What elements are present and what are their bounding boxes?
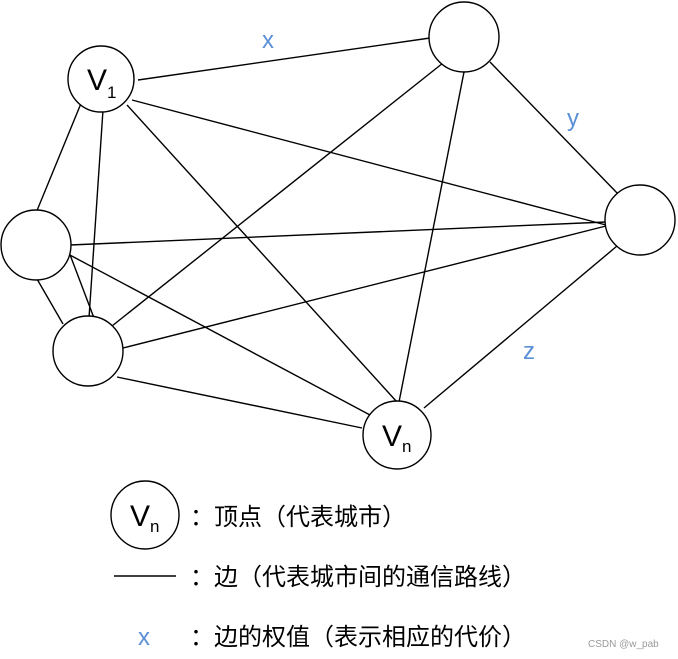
vertex-left [0,209,72,281]
legend-vertex-symbol-subscript: n [150,517,159,536]
vertex-vn [362,400,432,470]
watermark: CSDN @w_pab [588,639,659,650]
edge-top-right [489,61,621,197]
edge-left-right [69,221,607,246]
legend-vertex-symbol-label: V [130,500,150,533]
vertex-bottomleft [52,315,124,387]
vertex-v1-subscript: 1 [107,83,116,102]
edge-left-bottomleft [68,251,95,319]
legend-vertex-symbol [110,480,180,550]
legend-vertex-text: ：顶点（代表城市） [190,503,406,531]
edge-right-vn [423,245,618,409]
legend-edge-text: ：边（代表城市间的通信路线） [190,563,526,591]
vertex-v1-label: V [87,64,107,97]
edge-top-vn [398,71,465,403]
edge-v1-left [35,100,83,214]
edge-left-vn [67,253,371,416]
edge-v1-vn [126,104,398,403]
vertex-top [428,1,500,73]
legend-weight-symbol: x [138,624,150,651]
edge-weight-x: x [262,27,274,54]
legend: V n ：顶点（代表城市） ：边（代表城市间的通信路线） x ：边的权值（表示相… [110,480,526,651]
graph-edges [35,37,621,429]
vertex-vn-subscript: n [402,437,411,456]
edge-v1-right [131,99,607,226]
edge-bottomleft-right [122,225,607,349]
legend-weight-text: ：边的权值（表示相应的代价） [190,623,526,651]
edge-weight-y: y [567,105,579,132]
edge-v1-bottomleft [88,109,104,319]
edge-top-bottomleft [111,62,444,327]
graph-nodes: V 1 V n [0,1,676,470]
edge-v1-top [137,37,431,81]
vertex-vn-label: V [382,420,402,453]
vertex-right [604,184,676,256]
edge-weight-z: z [523,338,535,365]
edge-bottomleft-vn [116,376,363,429]
vertex-v1 [67,45,135,113]
edge-left-bottomleft-2 [36,278,64,325]
